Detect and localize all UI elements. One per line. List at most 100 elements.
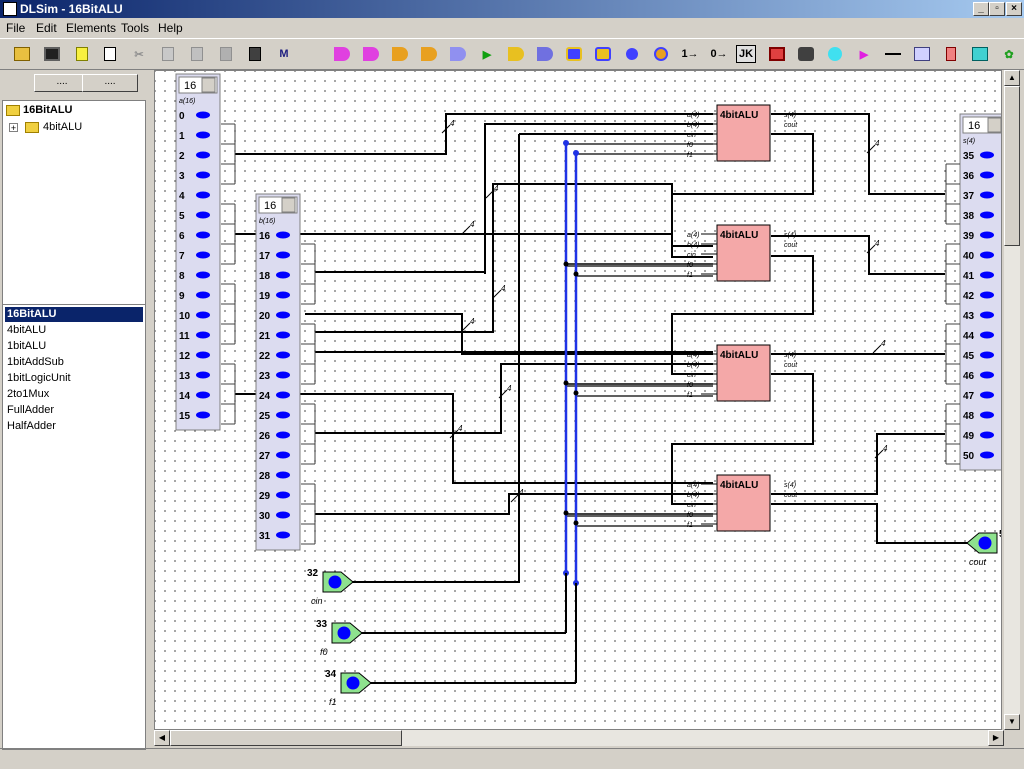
scroll-right-arrow-icon[interactable]: ▶ [988, 730, 1004, 746]
pin-connector[interactable] [276, 371, 290, 379]
pin-connector[interactable] [980, 331, 994, 339]
led-icon[interactable] [562, 42, 586, 66]
pin-connector[interactable] [276, 291, 290, 299]
pin-connector[interactable] [980, 351, 994, 359]
spinner-icon[interactable] [281, 197, 296, 213]
menu-help[interactable]: Help [158, 21, 183, 35]
menu-elements[interactable]: Elements [66, 21, 117, 35]
list-item[interactable]: 16BitALU [5, 307, 143, 322]
nor-gate-icon[interactable] [417, 42, 441, 66]
menu-file[interactable]: File [6, 21, 26, 35]
bus-icon[interactable] [794, 42, 818, 66]
pin-connector[interactable] [196, 291, 210, 299]
xnor-gate-icon[interactable] [504, 42, 528, 66]
export-icon[interactable]: M [279, 48, 289, 60]
alu-block[interactable] [716, 344, 771, 402]
pin-connector[interactable] [980, 211, 994, 219]
pin-connector[interactable] [196, 251, 210, 259]
merger-icon[interactable] [968, 42, 992, 66]
pin-connector[interactable] [276, 531, 290, 539]
minimize-button[interactable]: _ [973, 2, 989, 16]
pin-connector[interactable] [980, 271, 994, 279]
list-item[interactable]: 4bitALU [7, 324, 47, 336]
pin-connector[interactable] [276, 411, 290, 419]
nand-gate-icon[interactable] [359, 42, 383, 66]
menu-tools[interactable]: Tools [121, 21, 150, 35]
spinner-icon[interactable] [201, 77, 216, 93]
pin-connector[interactable] [196, 411, 210, 419]
pin-connector[interactable] [196, 371, 210, 379]
pin-connector[interactable] [196, 391, 210, 399]
close-button[interactable]: × [1006, 2, 1022, 16]
tree-root[interactable]: 16BitALU [23, 104, 73, 116]
clock-icon[interactable] [823, 42, 847, 66]
maximize-button[interactable]: ▫ [989, 2, 1005, 16]
alu-block[interactable] [716, 104, 771, 162]
pin-connector[interactable] [276, 431, 290, 439]
wire-icon[interactable] [881, 42, 905, 66]
pin-connector[interactable] [196, 131, 210, 139]
pin-connector[interactable] [980, 411, 994, 419]
pin-connector[interactable] [980, 451, 994, 459]
pin-connector[interactable] [980, 231, 994, 239]
pin-connector[interactable] [196, 171, 210, 179]
left-button-2[interactable]: .... [82, 74, 138, 92]
pin-connector[interactable] [196, 331, 210, 339]
open-icon[interactable] [10, 42, 34, 66]
plugin-icon[interactable]: ✿ [1004, 48, 1014, 61]
list-item[interactable]: HalfAdder [7, 420, 56, 432]
cut-icon[interactable]: ✂ [134, 48, 144, 61]
pin-connector[interactable] [980, 191, 994, 199]
splitter-icon[interactable] [939, 42, 963, 66]
xnor2-gate-icon[interactable] [533, 42, 557, 66]
probe2-icon[interactable] [649, 42, 673, 66]
pin-connector[interactable] [196, 151, 210, 159]
register-icon[interactable] [765, 42, 789, 66]
print-icon[interactable] [243, 42, 267, 66]
pin-connector[interactable] [276, 311, 290, 319]
list-item[interactable]: 1bitAddSub [7, 356, 64, 368]
pin-connector[interactable] [276, 391, 290, 399]
scroll-down-arrow-icon[interactable]: ▼ [1004, 714, 1020, 730]
pin-connector[interactable] [276, 511, 290, 519]
pin-connector[interactable] [276, 491, 290, 499]
new-file-icon[interactable] [98, 42, 122, 66]
const-zero-icon[interactable]: 0→ [710, 48, 728, 60]
tree-child[interactable]: 4bitALU [43, 121, 83, 133]
save-icon[interactable] [40, 42, 64, 66]
pin-connector[interactable] [276, 351, 290, 359]
pin-connector[interactable] [276, 251, 290, 259]
output-panel[interactable] [959, 113, 1002, 471]
pin-connector[interactable] [196, 351, 210, 359]
horizontal-scroll-thumb[interactable] [170, 730, 402, 746]
output-icon[interactable]: ▶ [859, 48, 869, 61]
pin-connector[interactable] [980, 371, 994, 379]
pin-connector[interactable] [276, 331, 290, 339]
horizontal-scrollbar[interactable]: ◀ ▶ [154, 730, 1004, 746]
new-module-icon[interactable] [70, 42, 94, 66]
list-item[interactable]: 1bitLogicUnit [7, 372, 71, 384]
and-gate-icon[interactable] [330, 42, 354, 66]
list-item[interactable]: FullAdder [7, 404, 55, 416]
vertical-scroll-thumb[interactable] [1004, 86, 1020, 246]
alu-block[interactable] [716, 474, 771, 532]
list-item[interactable]: 1bitALU [7, 340, 47, 352]
probe-icon[interactable] [620, 42, 644, 66]
pin-connector[interactable] [980, 291, 994, 299]
list-item[interactable]: 2to1Mux [7, 388, 50, 400]
expand-icon[interactable]: + [9, 123, 18, 133]
scroll-up-arrow-icon[interactable]: ▲ [1004, 70, 1020, 86]
pin-connector[interactable] [980, 151, 994, 159]
pin-connector[interactable] [196, 311, 210, 319]
const-one-icon[interactable]: 1→ [681, 48, 699, 60]
pin-connector[interactable] [276, 451, 290, 459]
copy-icon[interactable] [156, 42, 180, 66]
pin-connector[interactable] [276, 271, 290, 279]
pin-connector[interactable] [980, 431, 994, 439]
xor-gate-icon[interactable] [446, 42, 470, 66]
pin-connector[interactable] [196, 211, 210, 219]
delete-icon[interactable] [214, 42, 238, 66]
or-gate-icon[interactable] [388, 42, 412, 66]
jk-flipflop-icon[interactable]: JK [736, 45, 756, 63]
scroll-left-arrow-icon[interactable]: ◀ [154, 730, 170, 746]
